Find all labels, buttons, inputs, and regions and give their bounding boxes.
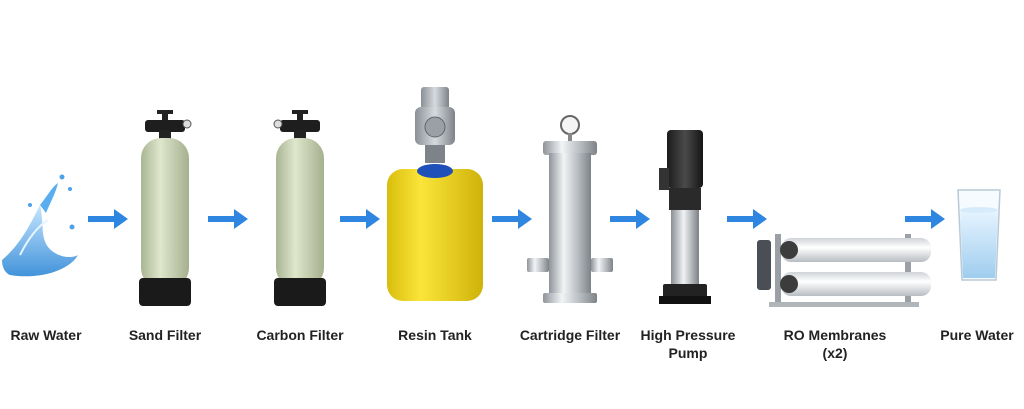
- flow-arrow-icon: [610, 208, 650, 230]
- stage-label-sand-filter: Sand Filter: [115, 326, 215, 344]
- stage-label-carbon-filter: Carbon Filter: [245, 326, 355, 344]
- resin-tank-icon: [385, 85, 485, 307]
- stage-label-cartridge-filter: Cartridge Filter: [505, 326, 635, 344]
- flow-arrow-icon: [340, 208, 380, 230]
- stage-label-high-pressure-pump: High Pressure Pump: [633, 326, 743, 362]
- flow-arrow-icon: [88, 208, 128, 230]
- flow-arrow-icon: [905, 208, 945, 230]
- flow-arrow-icon: [727, 208, 767, 230]
- sand-filter-tank-icon: [135, 108, 195, 308]
- stage-label-line: (x2): [770, 344, 900, 362]
- stage-label-resin-tank: Resin Tank: [385, 326, 485, 344]
- stage-label-line: Pump: [633, 344, 743, 362]
- carbon-filter-tank-icon: [270, 108, 330, 308]
- water-splash-icon: [0, 165, 80, 285]
- stage-label-raw-water: Raw Water: [0, 326, 92, 344]
- stage-label-line: High Pressure: [633, 326, 743, 344]
- flow-arrow-icon: [208, 208, 248, 230]
- cartridge-filter-icon: [525, 113, 615, 308]
- ro-membrane-icon: [755, 232, 935, 310]
- stage-label-pure-water: Pure Water: [930, 326, 1024, 344]
- stage-label-ro-membranes: RO Membranes (x2): [770, 326, 900, 362]
- water-glass-icon: [956, 188, 1002, 284]
- stage-label-line: RO Membranes: [770, 326, 900, 344]
- pump-icon: [655, 128, 715, 306]
